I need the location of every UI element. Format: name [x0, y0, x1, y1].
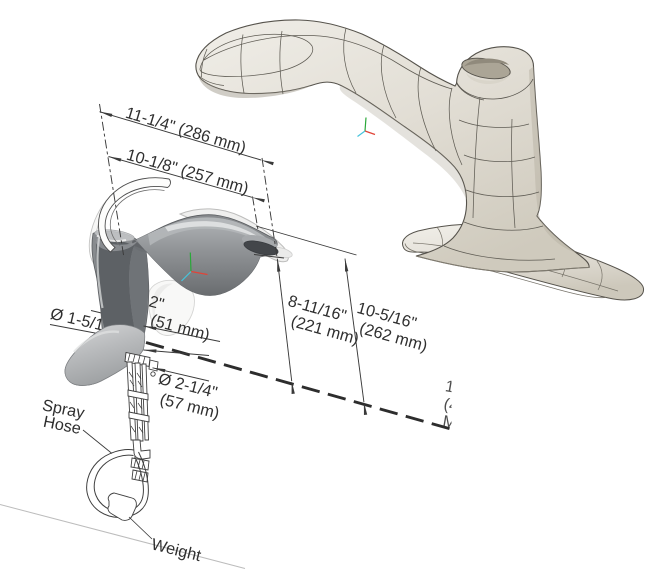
svg-text:(44 mm): (44 mm): [442, 395, 505, 423]
svg-text:1-3/4": 1-3/4": [444, 377, 490, 402]
svg-text:2": 2": [147, 292, 166, 313]
svg-text:Max: Max: [441, 412, 474, 435]
svg-text:Weight: Weight: [150, 535, 204, 565]
